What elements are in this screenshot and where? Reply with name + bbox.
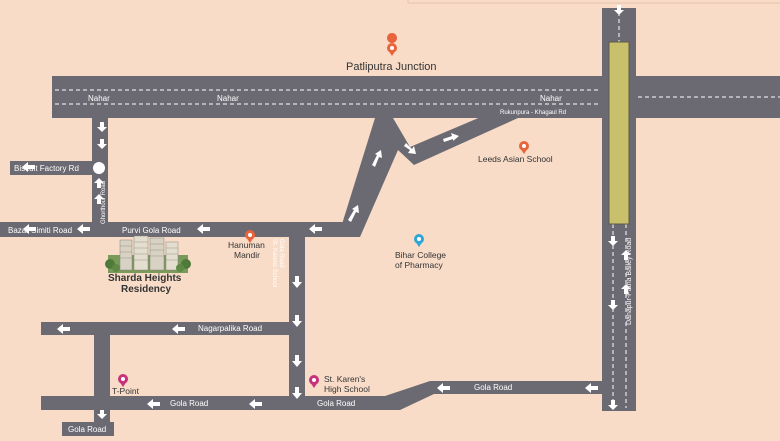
- rukunpura-branch: [338, 108, 518, 237]
- roundabout: [93, 162, 105, 174]
- gola-road-stub: [62, 422, 114, 436]
- road-label-nahar-3: Nahar: [540, 94, 562, 103]
- road-label-biscuit-factory: Biscuit Factory Rd: [14, 164, 79, 173]
- road-label-gola-vertical: Gola Road: [278, 239, 284, 268]
- place-label-patliputra: Patliputra Junction: [346, 61, 437, 73]
- purvi-gola-road: [0, 222, 350, 237]
- direction-arrows: [22, 5, 631, 419]
- nahar-road: [52, 76, 780, 118]
- road-label-ghorthour: Ghorthour Road: [101, 181, 107, 224]
- pin-icon: [118, 374, 128, 387]
- project-name-line1: Sharda Heights: [108, 273, 182, 284]
- flyover: [608, 41, 630, 225]
- biscuit-factory-road: [10, 161, 94, 175]
- road-label-gola-4: Gola Road: [68, 425, 106, 434]
- road-label-gola-2: Gola Road: [317, 399, 355, 408]
- place-label-hanuman-2: Mandir: [234, 250, 260, 260]
- place-label-karens-2: High School: [324, 384, 370, 394]
- pin-icon: [309, 375, 319, 388]
- road-label-nahar-1: Nahar: [88, 94, 110, 103]
- road-label-bazar-simiti: Bazar Simiti Road: [8, 226, 72, 235]
- road-label-st-karens-school: St. Karens School: [271, 239, 277, 287]
- place-label-karens-1: St. Karen's: [324, 374, 365, 384]
- place-label-bihar-1: Bihar College: [395, 250, 446, 260]
- road-label-rukunpura: Rukunpura - Khagaul Rd: [500, 110, 566, 116]
- road-label-gola-1: Gola Road: [170, 399, 208, 408]
- project-name-line2: Residency: [121, 284, 171, 295]
- road-label-nagarpalika: Nagarpalika Road: [198, 324, 262, 333]
- pin-icon: [387, 33, 398, 56]
- road-label-purvi-gola: Purvi Gola Road: [122, 226, 181, 235]
- road-label-nahar-2: Nahar: [217, 94, 239, 103]
- gola-road-bottom: [41, 396, 391, 410]
- pin-icon: [519, 141, 529, 154]
- pin-icon: [245, 230, 255, 243]
- place-label-hanuman-1: Hanuman: [228, 240, 265, 250]
- place-label-tpoint: T-Point: [112, 386, 140, 396]
- road-label-gola-3: Gola Road: [474, 383, 512, 392]
- pin-icon: [414, 234, 424, 247]
- place-label-bihar-2: of Pharmacy: [395, 260, 443, 270]
- place-label-leeds: Leeds Asian School: [478, 154, 553, 164]
- building-icon: [105, 235, 191, 273]
- road-label-danapur: Danapur-Patna Bailey Road: [626, 238, 633, 325]
